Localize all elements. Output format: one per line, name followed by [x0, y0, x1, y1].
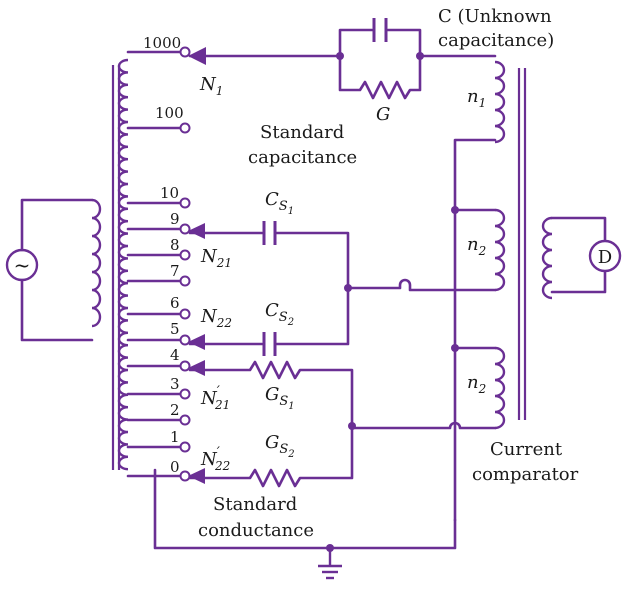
ground-symbol [318, 548, 342, 580]
gs1-label: GS1 [265, 384, 295, 412]
gs2-label: GS2 [265, 432, 295, 460]
tap-4-terminal [179, 360, 191, 372]
unknown-capacitance-label-line1: C (Unknown [438, 6, 552, 27]
n22-label: N22 [200, 306, 232, 330]
tap-100-terminal [179, 122, 191, 134]
source-wire-top [20, 198, 94, 252]
tap-7-label: 7 [170, 262, 180, 280]
tap-5-terminal [179, 334, 191, 346]
n22-selector-arrow [188, 334, 205, 350]
standard-conductance-label-line1: Standard [213, 494, 297, 515]
tap-8-label: 8 [170, 236, 180, 254]
gs2-resistor [188, 424, 354, 488]
n22p-selector-arrow [188, 468, 205, 484]
tap-3-label: 3 [170, 375, 180, 393]
tap-leads [126, 50, 182, 478]
unknown-capacitance-label-line2: capacitance) [438, 30, 554, 51]
junction-n2-upper [451, 206, 459, 214]
detector-wires [550, 216, 607, 294]
ac-source: ~ [5, 248, 39, 282]
junction-n2-lower [451, 344, 459, 352]
detector-label: D [598, 247, 612, 268]
cs2-label: CS2 [265, 300, 294, 328]
standard-conductance-label-line2: conductance [198, 520, 314, 541]
cs1-capacitor-symbol [262, 221, 277, 245]
n2-upper-bottom-wire [346, 278, 497, 292]
tap-6-terminal [179, 308, 191, 320]
tap-1000-label: 1000 [143, 34, 181, 52]
tap-4-label: 4 [170, 346, 180, 364]
n2-upper-winding [494, 208, 506, 292]
tap-8-terminal [179, 249, 191, 261]
n2-lower-winding [494, 346, 506, 430]
tap-5-label: 5 [170, 320, 180, 338]
tap-1-label: 1 [170, 428, 180, 446]
tap-10-label: 10 [160, 184, 179, 202]
source-primary-coil [91, 198, 102, 328]
cs2-capacitor-symbol [262, 332, 277, 356]
conductance-g-resistor [338, 54, 422, 100]
n1-selector-arrow [188, 47, 206, 65]
n1-return-wire [453, 138, 497, 522]
n2-lower-label: n2 [467, 372, 486, 396]
tap-0-label: 0 [170, 458, 180, 476]
n21p-selector-arrow [188, 360, 205, 376]
tap-9-terminal [179, 223, 191, 235]
source-wire-bottom [20, 278, 94, 342]
n22-prime-label: N′22 [200, 445, 230, 473]
tap-3-terminal [179, 388, 191, 400]
n1-winding [494, 60, 506, 144]
n21-label: N21 [200, 246, 232, 270]
gs1-resistor [188, 360, 354, 430]
detector: D [588, 239, 622, 273]
n1-winding-label: n1 [467, 86, 486, 110]
tap-6-label: 6 [170, 294, 180, 312]
tap-1-terminal [179, 441, 191, 453]
current-comparator-label-line2: comparator [472, 464, 579, 485]
ac-source-symbol: ~ [14, 253, 31, 277]
tap-2-label: 2 [170, 401, 180, 419]
common-ground-wire [153, 468, 457, 550]
n21-selector-arrow [188, 223, 205, 239]
tap-1000-terminal [179, 46, 191, 58]
current-comparator-label-line1: Current [490, 439, 563, 460]
comparator-core [517, 68, 527, 420]
n21-prime-label: N′21 [200, 384, 230, 412]
tap-10-terminal [179, 197, 191, 209]
tap-terminals [179, 46, 191, 482]
standard-capacitance-label-line2: capacitance [248, 147, 357, 168]
tap-9-label: 9 [170, 210, 180, 228]
tap-2-terminal [179, 414, 191, 426]
g-label: G [376, 104, 390, 125]
n1-label: N1 [199, 74, 223, 98]
tap-7-terminal [179, 275, 191, 287]
standard-capacitance-label-line1: Standard [260, 122, 344, 143]
n2-lower-bottom-wire [350, 421, 497, 430]
detector-winding [541, 216, 553, 300]
tap-100-label: 100 [155, 104, 184, 122]
unknown-capacitor-wires [338, 28, 422, 58]
unknown-capacitor-symbol [372, 18, 388, 42]
main-transformer-core [111, 65, 121, 470]
cs1-label: CS1 [265, 189, 294, 217]
main-tapped-winding [117, 58, 129, 471]
n2-upper-label: n2 [467, 234, 486, 258]
